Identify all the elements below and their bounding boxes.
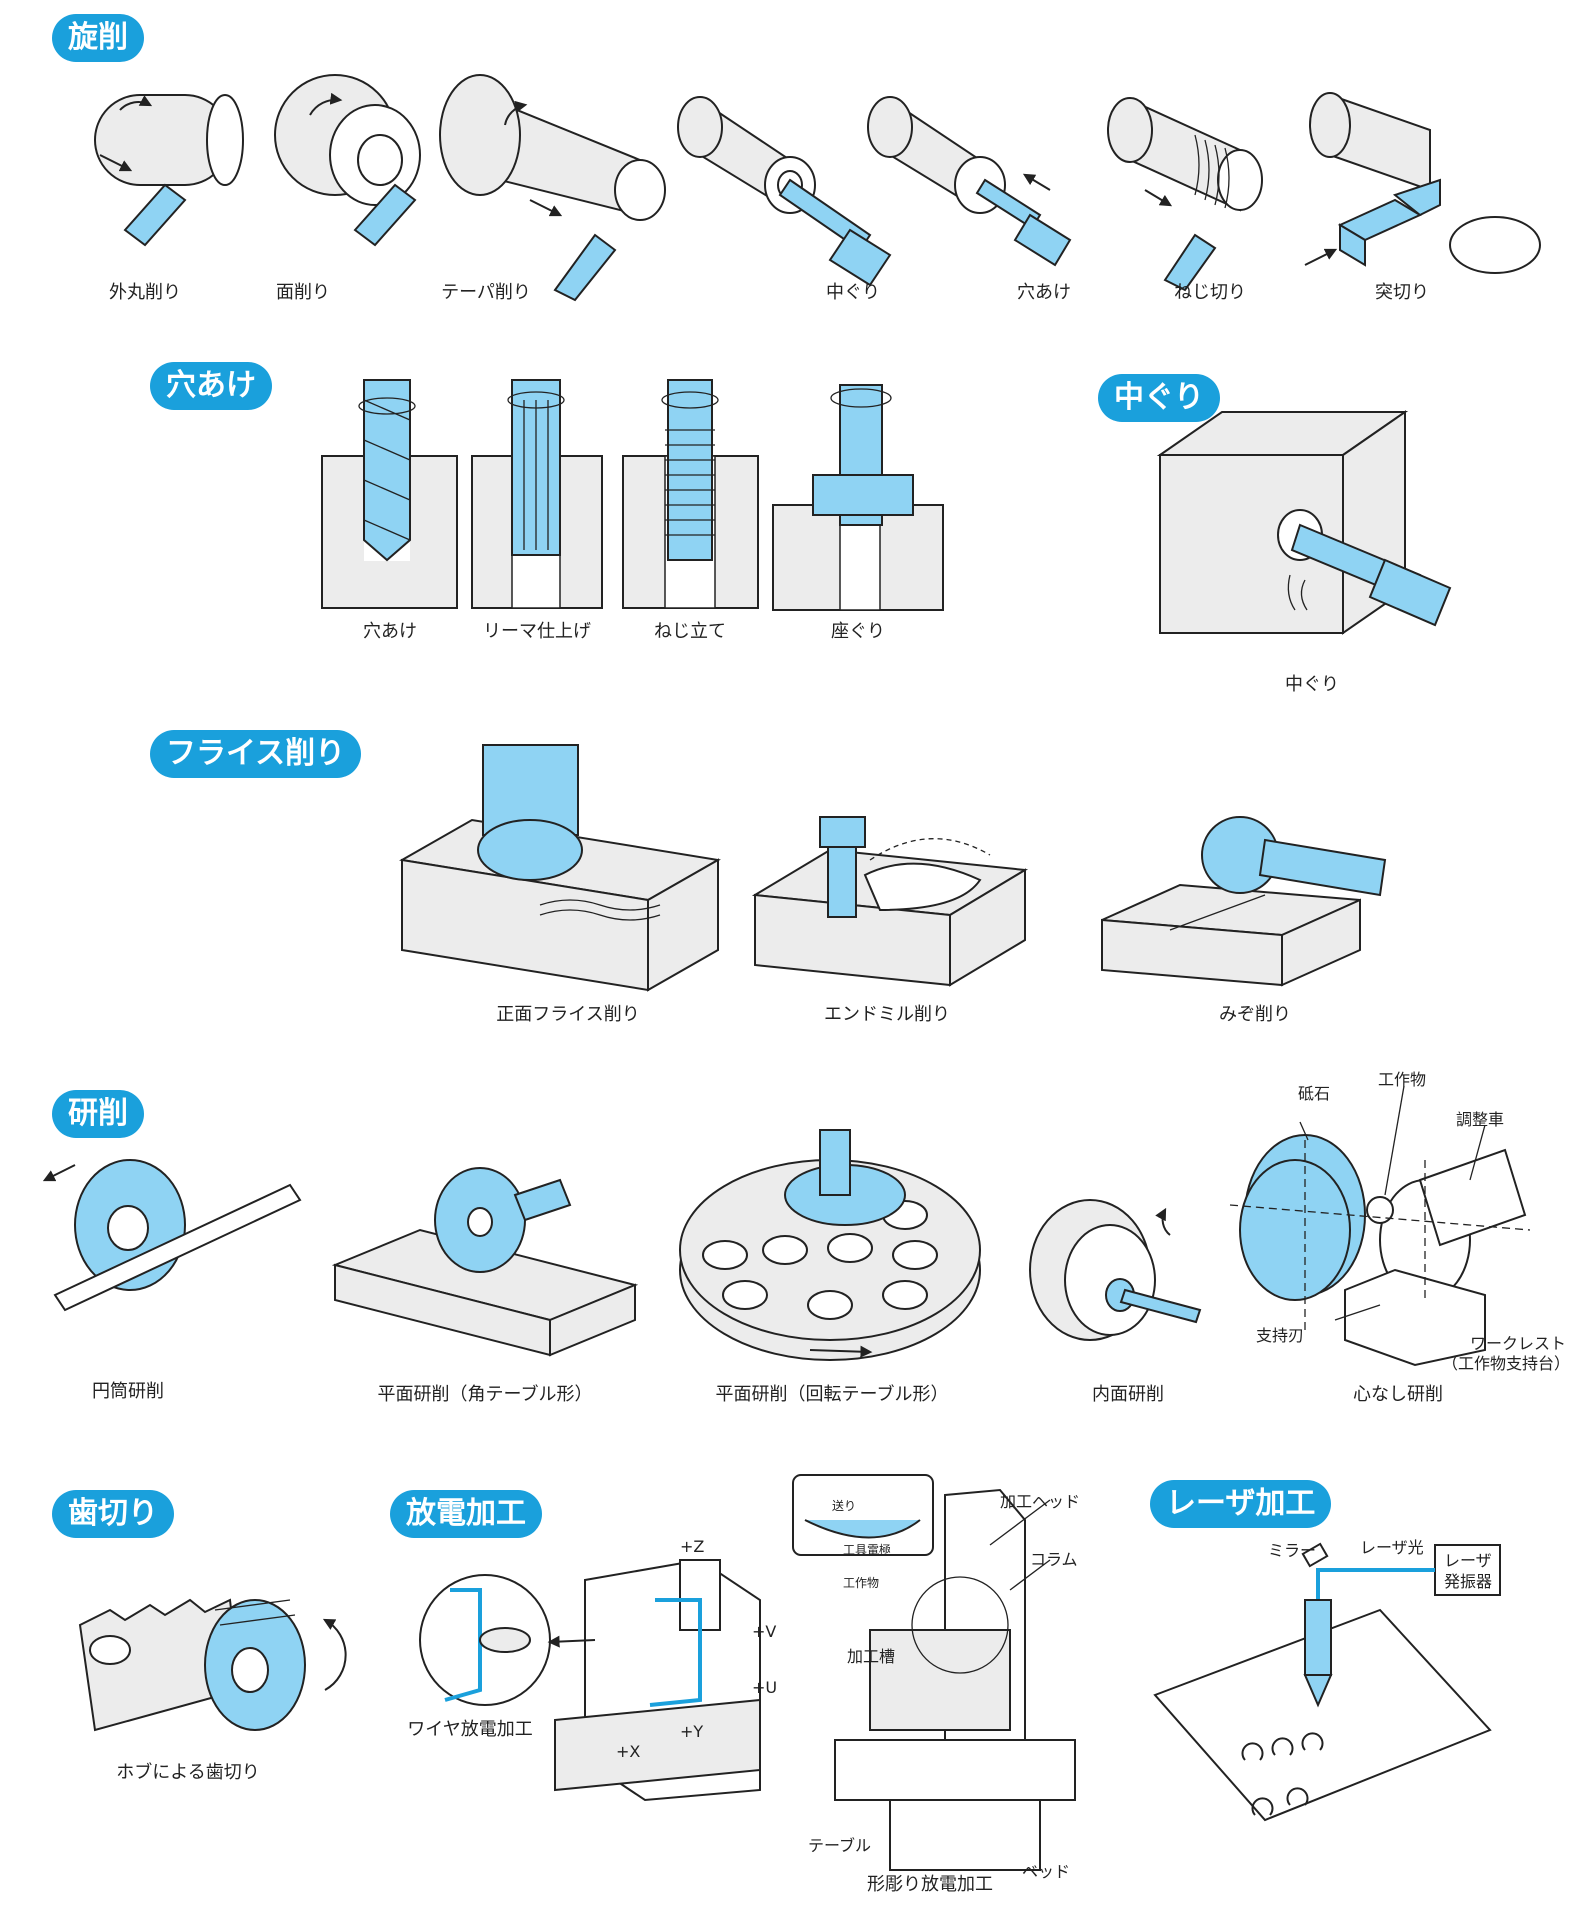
milling-diagrams <box>399 744 1387 992</box>
caption-face-milling: 正面フライス削り <box>496 1004 640 1025</box>
label-mirror: ミラー <box>1268 1541 1317 1560</box>
slot-milling-figure <box>1101 816 1387 987</box>
label-laser-beam: レーザ光 <box>1360 1538 1424 1557</box>
label-column: コラム <box>1030 1550 1078 1569</box>
caption-surface-grinding-rotary: 平面研削（回転テーブル形） <box>715 1384 949 1405</box>
caption-hobbing: ホブによる歯切り <box>116 1762 260 1783</box>
caption-cut-off: 突切り <box>1375 282 1429 303</box>
reaming-figure <box>471 379 603 609</box>
section-badge-boring: 中ぐり <box>1098 374 1220 422</box>
spot-facing-figure <box>772 384 944 611</box>
caption-centerless-grinding: 心なし研削 <box>1353 1384 1443 1405</box>
boring-figure <box>1156 410 1452 635</box>
label-work-rest: ワークレスト <box>1470 1334 1567 1353</box>
caption-taper-turning: テーパ削り <box>441 282 531 303</box>
laser-cutting-figure <box>1153 1542 1501 1822</box>
wire-edm-figure <box>419 1558 761 1802</box>
surface-grinding-rect-figure <box>331 1167 639 1357</box>
caption-external-turning: 外丸削り <box>109 282 181 303</box>
caption-turning-boring: 中ぐり <box>826 282 880 303</box>
section-badge-drilling: 穴あけ <box>150 362 272 410</box>
caption-drilling: 穴あけ <box>363 621 417 642</box>
tapping-figure <box>622 379 759 609</box>
section-badge-grinding: 研削 <box>52 1090 144 1138</box>
label-workpiece: 工作物 <box>1378 1070 1427 1089</box>
label-machining-head: 加工ヘッド <box>1000 1492 1081 1511</box>
label-grinding-wheel: 砥石 <box>1298 1084 1331 1103</box>
label-axis-u: +U <box>752 1678 778 1697</box>
caption-tapping: ねじ立て <box>654 621 726 642</box>
label-axis-v: +V <box>752 1622 777 1641</box>
label-axis-y: +Y <box>680 1722 704 1741</box>
thread-cutting-figure <box>1107 97 1263 292</box>
drilling-figure <box>321 379 458 609</box>
label-inset-feed: 送り <box>832 1499 857 1513</box>
external-turning-figure <box>94 94 244 247</box>
section-badge-gear: 歯切り <box>52 1490 174 1538</box>
label-laser-oscillator-2: 発振器 <box>1444 1572 1493 1591</box>
section-badge-milling: フライス削り <box>150 730 362 778</box>
caption-cylindrical-grinding: 円筒研削 <box>92 1381 164 1402</box>
label-work-rest-sub: （工作物支持台） <box>1442 1354 1571 1373</box>
caption-boring: 中ぐり <box>1285 674 1339 695</box>
caption-sinker-edm: 形彫り放電加工 <box>867 1874 993 1895</box>
label-work-tank: 加工槽 <box>847 1647 896 1666</box>
caption-thread-cutting: ねじ切り <box>1174 282 1246 303</box>
caption-wire-edm: ワイヤ放電加工 <box>407 1719 533 1740</box>
caption-facing: 面削り <box>276 282 330 303</box>
turning-boring-figure <box>677 96 892 287</box>
gear-cutting-diagram <box>78 1598 347 1732</box>
centerless-grinding-figure <box>1229 1085 1531 1367</box>
section-badge-laser: レーザ加工 <box>1150 1480 1332 1528</box>
section-badge-edm: 放電加工 <box>390 1490 542 1538</box>
surface-grinding-rotary-figure <box>679 1129 981 1361</box>
drilling-diagrams <box>321 379 944 611</box>
label-axis-x: +X <box>616 1742 641 1761</box>
end-milling-figure <box>751 816 1029 987</box>
face-milling-figure <box>399 744 721 992</box>
label-table: テーブル <box>808 1836 872 1855</box>
caption-reaming: リーマ仕上げ <box>483 621 591 642</box>
label-inset-workpiece: 工作物 <box>843 1576 880 1590</box>
turning-diagrams <box>94 74 1541 302</box>
label-axis-z: +Z <box>680 1537 705 1556</box>
boring-diagram <box>1156 410 1452 635</box>
cylindrical-grinding-figure <box>42 1159 302 1312</box>
sinker-edm-figure <box>792 1474 1076 1871</box>
caption-surface-grinding-rect: 平面研削（角テーブル形） <box>377 1384 593 1405</box>
label-bed: ベッド <box>1022 1862 1071 1881</box>
taper-turning-figure <box>439 74 666 302</box>
hobbing-figure <box>78 1598 347 1732</box>
caption-end-milling: エンドミル削り <box>824 1004 950 1025</box>
label-laser-oscillator-1: レーザ <box>1444 1551 1492 1570</box>
caption-internal-grinding: 内面研削 <box>1092 1384 1164 1405</box>
caption-turning-drilling: 穴あけ <box>1017 282 1071 303</box>
grinding-diagrams <box>42 1085 1531 1367</box>
label-inset-electrode: 工具電極 <box>843 1543 892 1557</box>
section-badge-turning: 旋削 <box>52 14 144 62</box>
label-regulating-wheel: 調整車 <box>1456 1110 1505 1129</box>
caption-spot-facing: 座ぐり <box>831 621 885 642</box>
turning-drilling-figure <box>867 96 1072 267</box>
internal-grinding-figure <box>1029 1199 1202 1341</box>
cut-off-figure <box>1304 92 1541 274</box>
label-blade: 支持刃 <box>1256 1326 1305 1345</box>
caption-slot-milling: みぞ削り <box>1219 1004 1291 1025</box>
facing-figure <box>274 74 421 247</box>
